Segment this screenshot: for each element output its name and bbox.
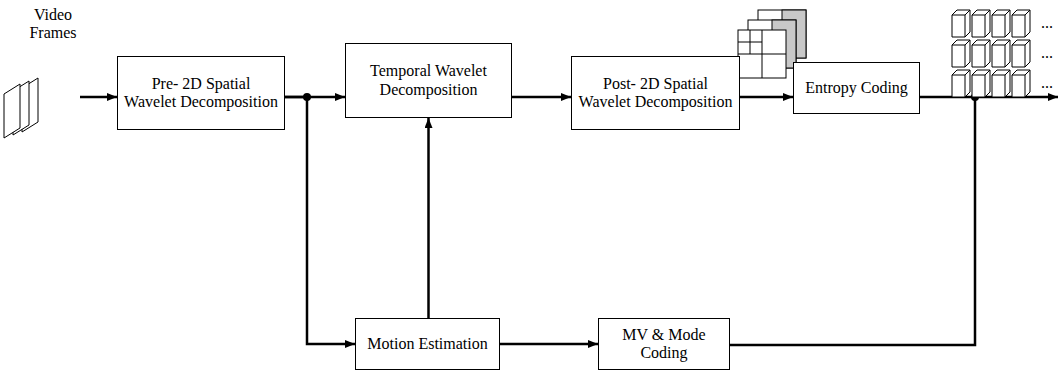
box-text: MV & Mode Coding	[605, 326, 723, 363]
input-arrow	[80, 96, 117, 99]
process-box: Motion Estimation	[355, 318, 500, 370]
video-frames	[4, 78, 38, 138]
box-text: Pre- 2D Spatial Wavelet Decomposition	[124, 75, 278, 112]
process-box: Entropy Coding	[793, 62, 920, 114]
ellipsis: ...	[1037, 74, 1057, 92]
mv-output-wire	[728, 97, 975, 345]
box-text: Motion Estimation	[367, 335, 487, 353]
ellipsis: ...	[1037, 14, 1057, 32]
flow-arrow	[427, 118, 430, 318]
ellipsis: ...	[1037, 44, 1057, 62]
flow-arrow	[500, 343, 598, 346]
process-box: MV & Mode Coding	[598, 318, 730, 370]
box-text: Temporal Wavelet Decomposition	[352, 62, 505, 99]
box-text: Post- 2D Spatial Wavelet Decomposition	[578, 75, 733, 112]
box-text: Entropy Coding	[805, 79, 908, 97]
flow-arrow	[285, 97, 355, 344]
flow-arrow	[512, 96, 571, 99]
output-arrow	[920, 96, 1058, 99]
process-box: Temporal Wavelet Decomposition	[345, 43, 512, 118]
input-label: Video Frames	[22, 6, 84, 43]
flow-arrow	[740, 96, 793, 99]
coded-blocks	[952, 10, 1030, 97]
process-box: Pre- 2D Spatial Wavelet Decomposition	[117, 56, 285, 130]
process-box: Post- 2D Spatial Wavelet Decomposition	[571, 56, 740, 130]
